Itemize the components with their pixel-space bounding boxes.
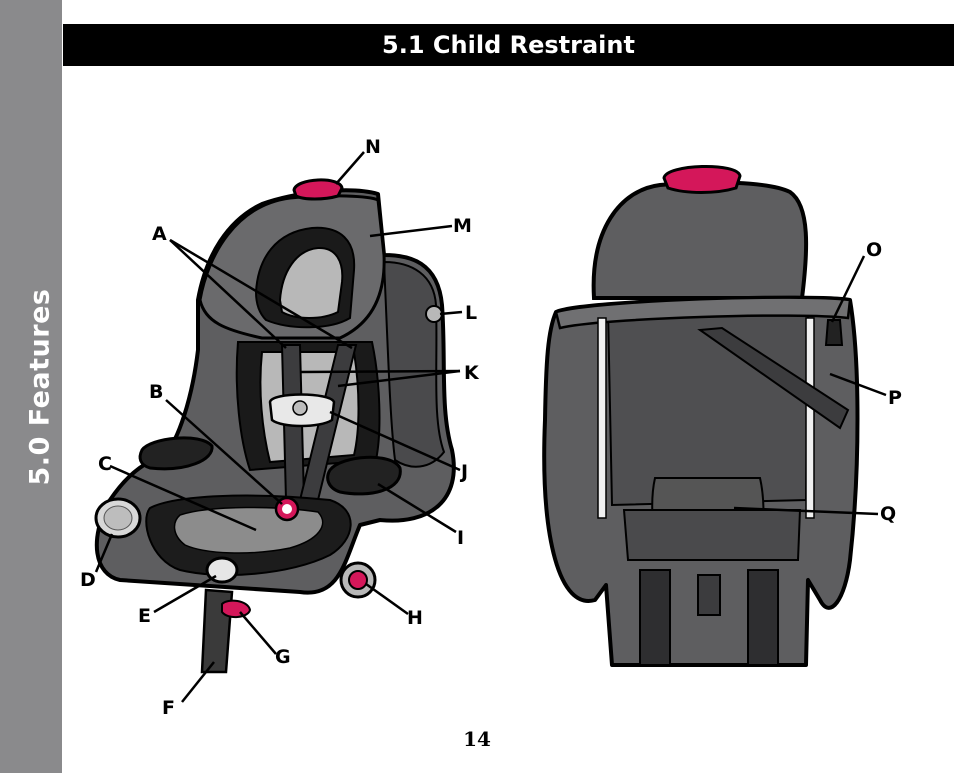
callout-o: O <box>866 239 882 261</box>
leader-line-b <box>165 399 283 505</box>
buckle-release-highlight <box>282 504 292 514</box>
leader-line-c <box>109 464 257 532</box>
page-number: 14 <box>463 727 491 751</box>
leader-line-i <box>377 482 457 534</box>
callout-d: D <box>80 569 96 591</box>
base-center-strap <box>697 574 721 616</box>
leader-line-g <box>239 611 277 655</box>
callout-q: Q <box>880 503 896 525</box>
front-view-car-seat <box>94 178 456 674</box>
callout-p: P <box>888 387 902 409</box>
leader-line-a2 <box>169 238 353 350</box>
leader-line-h <box>365 582 409 616</box>
harness-adjuster-lever <box>221 599 252 618</box>
back-top-bar <box>554 296 852 330</box>
callout-n: N <box>365 136 381 158</box>
belt-guide <box>425 305 443 323</box>
leader-line-k2 <box>337 369 461 388</box>
callout-f: F <box>162 697 175 719</box>
callout-i: I <box>457 527 464 549</box>
back-view-car-seat <box>542 164 860 667</box>
side-adjust-knob-center <box>348 570 368 590</box>
callout-b: B <box>149 381 163 403</box>
leader-line-f <box>181 661 215 703</box>
left-frame-rail <box>597 317 607 519</box>
callout-g: G <box>275 646 291 668</box>
callout-a: A <box>152 223 167 245</box>
right-frame-rail <box>805 317 815 519</box>
callout-c: C <box>98 453 112 475</box>
section-side-tab: 5.0 Features <box>0 0 62 773</box>
leader-line-l <box>439 310 463 316</box>
tether-strap <box>697 326 850 430</box>
back-headrest-adjust-handle <box>662 164 742 194</box>
cup-holder-inner <box>103 505 133 531</box>
left-armrest <box>138 436 214 471</box>
callout-j: J <box>459 461 468 483</box>
leader-lines <box>94 151 887 703</box>
leader-line-j <box>329 410 461 472</box>
headrest-adjust-handle <box>292 178 344 201</box>
leader-line-o <box>830 255 866 323</box>
back-seat-shell <box>591 180 809 300</box>
section-title-bar: 5.1 Child Restraint <box>63 24 954 66</box>
callout-h: H <box>407 607 423 629</box>
leader-line-d <box>94 533 114 573</box>
callout-m: M <box>453 215 472 237</box>
callout-l: L <box>465 302 477 324</box>
leader-line-a1 <box>169 239 287 349</box>
headrest-insert <box>278 246 344 319</box>
leader-line-e <box>153 574 217 614</box>
base-feet-left <box>639 569 671 666</box>
section-title: 5.1 Child Restraint <box>382 31 635 59</box>
callout-k: K <box>464 362 480 384</box>
storage-compartment <box>622 509 802 561</box>
leader-line-n <box>335 151 365 185</box>
back-panel <box>606 306 810 507</box>
right-armrest <box>326 455 402 496</box>
leader-line-p <box>829 372 887 397</box>
base-feet-right <box>747 569 779 666</box>
leader-line-k1 <box>299 369 461 374</box>
leader-line-q <box>733 506 879 516</box>
leader-line-m <box>369 224 453 238</box>
chest-clip-button <box>292 400 308 416</box>
callout-labels: A B C D E F G H I J K L M N O P Q <box>80 136 902 719</box>
tether-hook <box>824 319 844 346</box>
callout-e: E <box>138 605 151 627</box>
